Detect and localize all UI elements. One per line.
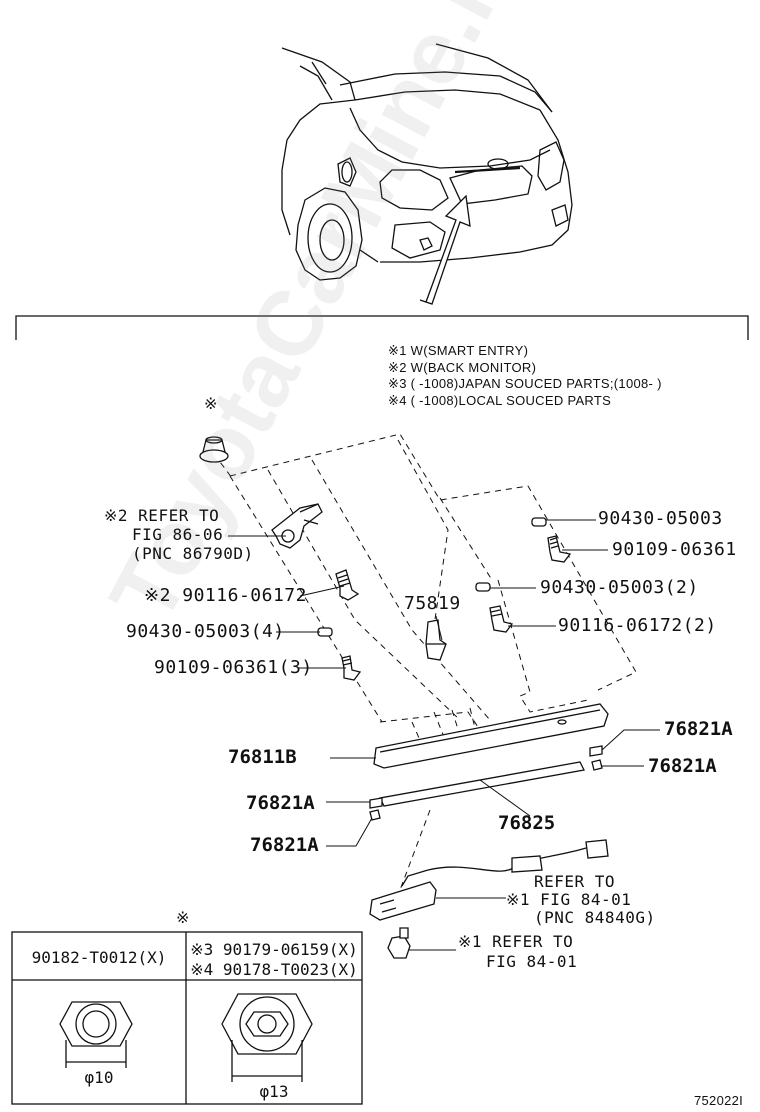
license-lamp-part bbox=[369, 839, 609, 921]
hex-nut-small bbox=[59, 1001, 133, 1068]
refer-camera-line3: (PNC 86790D) bbox=[132, 544, 254, 563]
part-90109-06361: 90109-06361 bbox=[612, 539, 737, 560]
table-col2-header-2: ※4 90178-T0023(X) bbox=[190, 960, 358, 979]
switch-part bbox=[387, 927, 411, 959]
part-90430-05003: 90430-05003 bbox=[598, 508, 723, 529]
part-90116-06172-2: 90116-06172(2) bbox=[558, 615, 717, 636]
back-camera-part bbox=[271, 503, 323, 549]
refer-camera-line1: ※2 REFER TO bbox=[104, 506, 220, 525]
note-4: ※4 ( -1008)LOCAL SOUCED PARTS bbox=[388, 393, 612, 408]
location-arrow bbox=[419, 194, 471, 305]
note-2: ※2 W(BACK MONITOR) bbox=[388, 360, 537, 375]
part-76825: 76825 bbox=[498, 812, 556, 834]
note-3: ※3 ( -1008)JAPAN SOUCED PARTS;(1008- ) bbox=[388, 376, 662, 391]
hex-nut-large bbox=[221, 993, 313, 1082]
part-90430-05003-4: 90430-05003(4) bbox=[126, 621, 285, 642]
part-76821A-upper-2: 76821A bbox=[648, 755, 717, 777]
part-75819: 75819 bbox=[404, 593, 461, 614]
refer-switch-line1: ※1 REFER TO bbox=[458, 932, 574, 951]
table-mark: ※ bbox=[176, 908, 190, 927]
fastener-parts bbox=[317, 517, 572, 681]
table-col2-dimension: φ13 bbox=[259, 1082, 289, 1101]
table-col1-dimension: φ10 bbox=[84, 1068, 114, 1087]
part-90430-05003-2: 90430-05003(2) bbox=[540, 577, 699, 598]
car-rear-illustration bbox=[281, 43, 573, 281]
part-76821A-upper-1: 76821A bbox=[664, 718, 733, 740]
note-1: ※1 W(SMART ENTRY) bbox=[388, 343, 529, 358]
mark-symbol: ※ bbox=[204, 394, 218, 413]
part-76821A-lower-2: 76821A bbox=[250, 834, 319, 856]
refer-camera-line2: FIG 86-06 bbox=[132, 525, 224, 544]
nut-clip-top bbox=[199, 436, 229, 463]
figure-code: 752022I bbox=[694, 1093, 744, 1108]
part-90116-06172: ※2 90116-06172 bbox=[144, 585, 307, 606]
refer-switch-line2: FIG 84-01 bbox=[486, 952, 578, 971]
strip-76825 bbox=[379, 761, 585, 807]
section-bracket bbox=[15, 315, 749, 340]
refer-lamp-line3: (PNC 84840G) bbox=[534, 908, 656, 927]
fastener-table bbox=[11, 931, 363, 1105]
refer-lamp-line2: ※1 FIG 84-01 bbox=[506, 890, 632, 909]
cushion-parts bbox=[369, 745, 603, 821]
refer-lamp-line1: REFER TO bbox=[534, 872, 616, 891]
table-col2-header-1: ※3 90179-06159(X) bbox=[190, 940, 358, 959]
part-76811B: 76811B bbox=[228, 746, 297, 768]
garnish-76811B bbox=[373, 703, 609, 769]
table-col1-header: 90182-T0012(X) bbox=[31, 948, 167, 967]
leader-lines bbox=[228, 519, 660, 951]
part-76821A-lower-1: 76821A bbox=[246, 792, 315, 814]
part-90109-06361-3: 90109-06361(3) bbox=[154, 657, 313, 678]
